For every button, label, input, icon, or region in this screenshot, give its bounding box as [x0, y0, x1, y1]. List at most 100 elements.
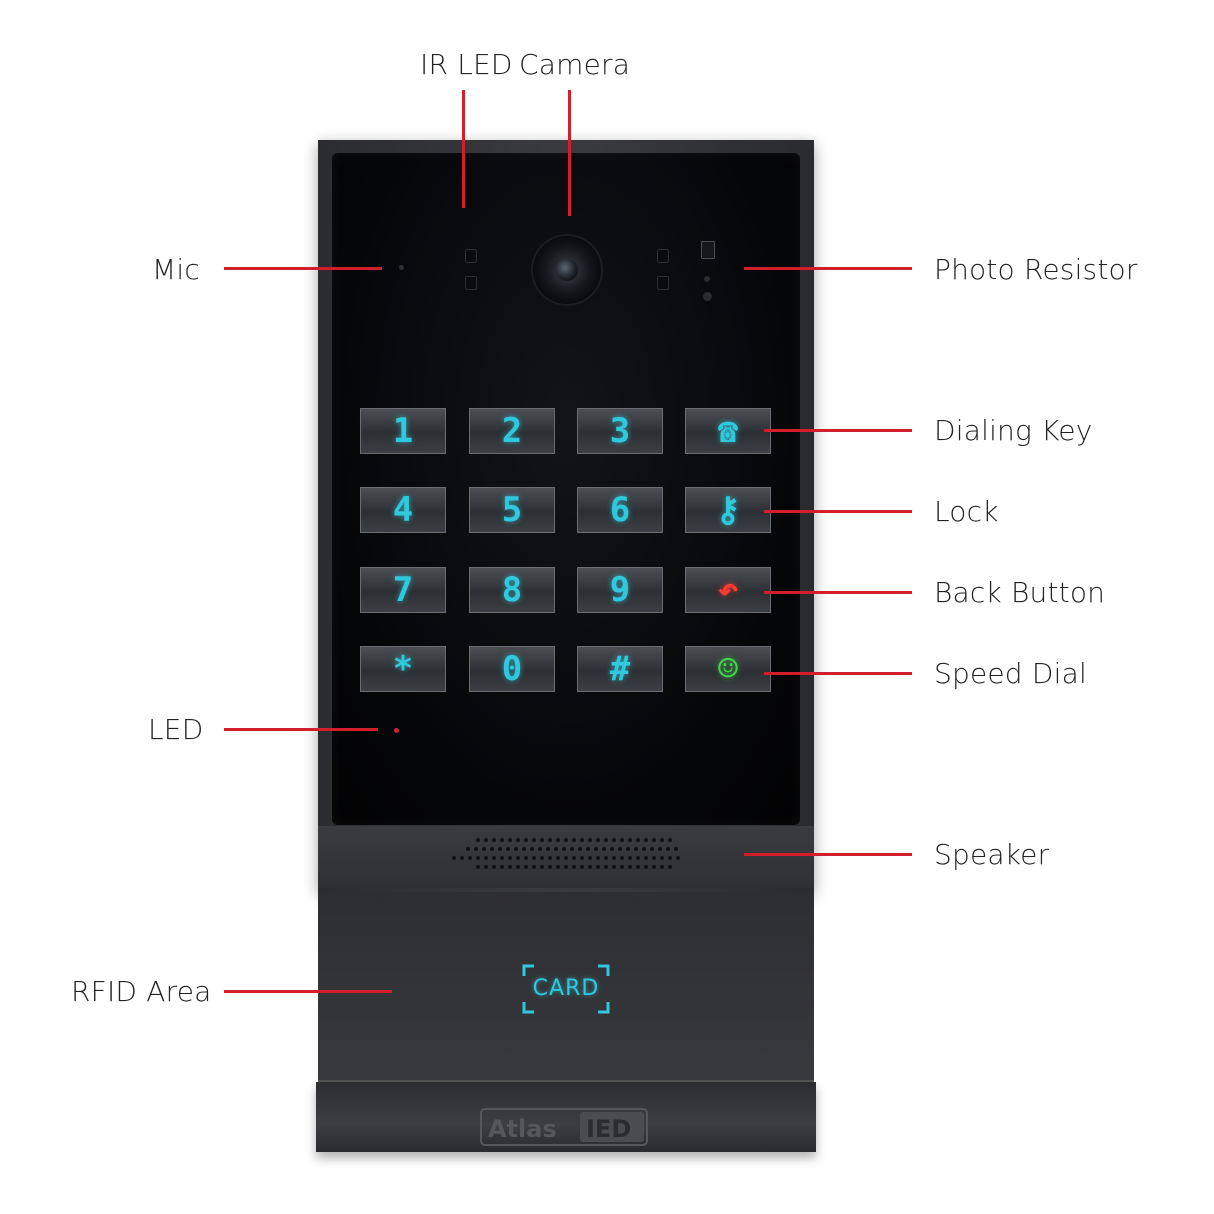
grille-dot	[620, 856, 624, 860]
rfid-panel	[318, 892, 814, 1082]
grille-dot	[548, 856, 552, 860]
dialing-key[interactable]: ☎	[685, 408, 771, 454]
grille-dot	[460, 856, 464, 860]
rfid-area-label: RFID Area	[71, 975, 212, 1008]
grille-dot	[452, 856, 456, 860]
grille-dot	[562, 847, 566, 851]
grille-dot	[524, 856, 528, 860]
back-button-key[interactable]: ↶	[685, 567, 771, 613]
grille-dot	[658, 847, 662, 851]
key-6[interactable]: 6	[577, 487, 663, 533]
key-5[interactable]: 5	[469, 487, 555, 533]
grille-dot	[612, 856, 616, 860]
grille-dot	[498, 847, 502, 851]
key-0[interactable]: 0	[469, 646, 555, 692]
grille-dot	[522, 847, 526, 851]
grille-dot	[564, 856, 568, 860]
grille-dot	[508, 838, 512, 842]
back-button-callout-line	[764, 591, 912, 594]
key-9[interactable]: 9	[577, 567, 663, 613]
grille-dot	[588, 838, 592, 842]
grille-dot	[484, 856, 488, 860]
grille-dot	[644, 856, 648, 860]
camera-label: Camera	[519, 48, 631, 81]
grille-dot	[636, 838, 640, 842]
lock-callout-line	[764, 510, 912, 513]
camera-lens	[556, 259, 578, 281]
dialing-key-label: Dialing Key	[934, 414, 1093, 447]
grille-dot	[660, 865, 664, 869]
grille-dot	[650, 847, 654, 851]
grille-dot	[508, 865, 512, 869]
camera-callout-line	[568, 90, 571, 216]
key-1[interactable]: 1	[360, 408, 446, 454]
grille-dot	[660, 856, 664, 860]
grille-dot	[618, 847, 622, 851]
grille-dot	[668, 856, 672, 860]
grille-dot	[580, 838, 584, 842]
grille-dot	[668, 865, 672, 869]
svg-text:IED: IED	[586, 1115, 631, 1143]
grille-dot	[474, 847, 478, 851]
speaker-callout-line	[744, 853, 912, 856]
grille-dot	[570, 847, 574, 851]
grille-dot	[602, 847, 606, 851]
ir-led-right-bottom	[657, 276, 669, 290]
grille-dot	[540, 838, 544, 842]
grille-dot	[620, 865, 624, 869]
grille-dot	[612, 865, 616, 869]
grille-dot	[532, 865, 536, 869]
grille-dot	[674, 847, 678, 851]
grille-dot	[644, 838, 648, 842]
grille-dot	[636, 865, 640, 869]
grille-dot	[578, 847, 582, 851]
grille-dot	[666, 847, 670, 851]
key-2[interactable]: 2	[469, 408, 555, 454]
grille-dot	[540, 865, 544, 869]
mic-callout-line	[224, 267, 382, 270]
grille-dot	[516, 856, 520, 860]
grille-dot	[516, 838, 520, 842]
speed-dial-label: Speed Dial	[934, 657, 1087, 690]
grille-dot	[500, 856, 504, 860]
key-4[interactable]: 4	[360, 487, 446, 533]
grille-dot	[596, 865, 600, 869]
grille-dot	[626, 847, 630, 851]
speed-dial-key[interactable]: ☺	[685, 646, 771, 692]
grille-dot	[604, 838, 608, 842]
ir-led-label: IR LED	[420, 48, 513, 81]
grille-dot	[572, 856, 576, 860]
key-hash[interactable]: #	[577, 646, 663, 692]
grille-dot	[652, 838, 656, 842]
speed-dial-callout-line	[764, 672, 912, 675]
key-star[interactable]: *	[360, 646, 446, 692]
photo-resistor-callout-line	[744, 267, 912, 270]
ir-led-left-top	[465, 249, 477, 263]
grille-dot	[668, 838, 672, 842]
rfid-callout-line	[224, 990, 392, 993]
photo-resistor	[701, 241, 715, 259]
grille-dot	[588, 856, 592, 860]
grille-dot	[466, 847, 470, 851]
key-3[interactable]: 3	[577, 408, 663, 454]
rfid-card-frame-icon	[522, 964, 610, 1014]
grille-dot	[564, 838, 568, 842]
grille-dot	[596, 856, 600, 860]
grille-dot	[516, 865, 520, 869]
grille-dot	[628, 856, 632, 860]
grille-dot	[554, 847, 558, 851]
key-7[interactable]: 7	[360, 567, 446, 613]
ir-led-right-top	[657, 249, 669, 263]
grille-dot	[604, 856, 608, 860]
grille-dot	[508, 856, 512, 860]
led-label: LED	[148, 713, 204, 746]
key-8[interactable]: 8	[469, 567, 555, 613]
grille-dot	[556, 856, 560, 860]
grille-dot	[548, 838, 552, 842]
grille-dot	[530, 847, 534, 851]
atlasied-logo: Atlas IED	[480, 1108, 648, 1146]
grille-dot	[540, 856, 544, 860]
lock-key[interactable]: ⚷	[685, 487, 771, 533]
grille-dot	[468, 856, 472, 860]
grille-dot	[628, 865, 632, 869]
